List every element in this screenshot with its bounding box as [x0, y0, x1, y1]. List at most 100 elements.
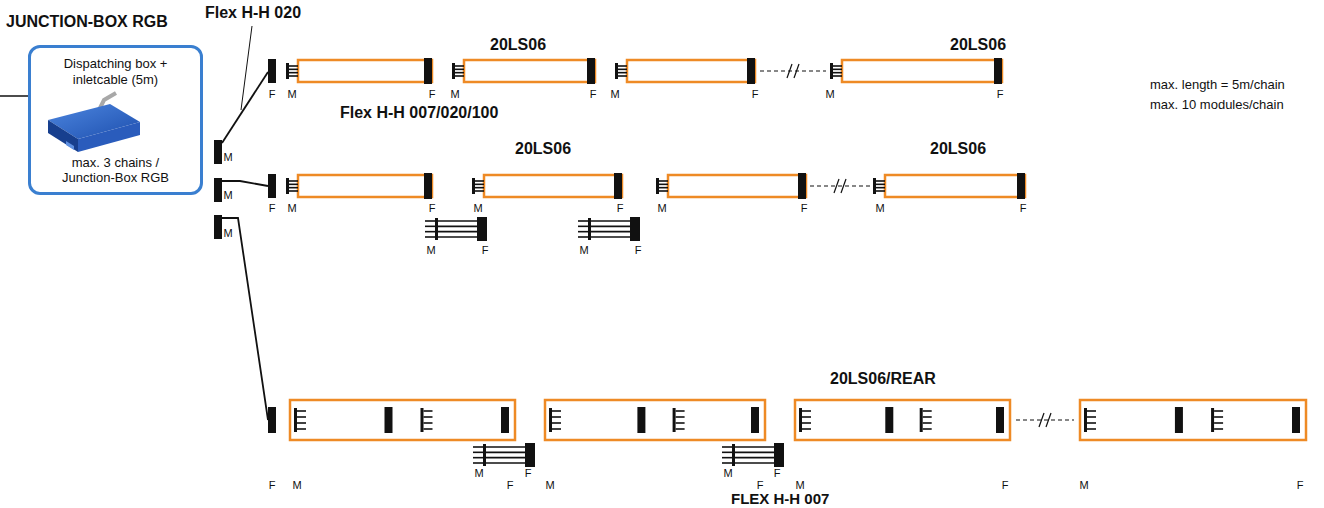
pin-header: [1084, 408, 1087, 432]
pin-header: [435, 218, 438, 240]
cable-line: [676, 410, 685, 412]
cable-line: [578, 226, 588, 228]
led-module: [627, 60, 755, 82]
cable-line: [659, 187, 668, 189]
cable-line: [578, 231, 588, 233]
cable-line: [794, 64, 799, 78]
box-title: JUNCTION-BOX RGB: [6, 12, 168, 31]
cable-line: [659, 180, 668, 182]
cable-line: [1039, 413, 1044, 427]
part-name: Flex H-H 020: [205, 4, 301, 22]
connector-gender: M: [610, 88, 619, 101]
connector-gender: M: [1079, 479, 1088, 492]
cable-line: [1214, 410, 1223, 412]
part-name: FLEX H-H 007: [731, 490, 829, 507]
cable-line: [424, 428, 433, 430]
cable-line: [735, 446, 774, 448]
cable-line: [591, 226, 630, 228]
socket-plug: [747, 58, 755, 84]
socket-plug: [268, 174, 276, 198]
led-module: [885, 175, 1025, 197]
socket-plug: [774, 443, 784, 467]
cable-line: [802, 410, 811, 412]
cable-line: [473, 462, 483, 464]
note: max. length = 5m/chain: [1150, 78, 1285, 93]
pin-header: [656, 178, 659, 194]
cable-line: [676, 416, 685, 418]
led-module-rear: [795, 400, 1010, 440]
cable-line: [289, 180, 298, 182]
connector-gender: F: [1020, 202, 1027, 215]
led-module: [298, 60, 432, 82]
socket-plug: [268, 59, 276, 83]
led-module-rear: [1080, 400, 1306, 440]
cable-line: [455, 65, 464, 67]
cable-line: [1087, 416, 1096, 418]
cable-line: [760, 70, 826, 71]
pin-header: [483, 444, 486, 466]
cable-line: [289, 187, 298, 189]
connector-gender: M: [545, 479, 554, 492]
socket-plug: [637, 407, 645, 433]
junction-device: [48, 120, 78, 152]
connector-gender: F: [525, 467, 532, 480]
cable-line: [289, 75, 298, 77]
led-module: [668, 175, 806, 197]
socket-plug: [424, 173, 432, 199]
connector-gender: F: [269, 88, 276, 101]
cable-line: [833, 69, 842, 71]
cable-line: [425, 231, 435, 233]
pin-header: [294, 408, 297, 432]
pin-header: [830, 63, 833, 79]
cable-line: [618, 65, 627, 67]
socket-plug: [501, 407, 509, 433]
cable-line: [438, 220, 477, 222]
led-module-rear: [545, 400, 765, 440]
module-name: 20LS06: [950, 36, 1006, 54]
socket-plug: [1017, 173, 1025, 199]
pin-header: [588, 218, 591, 240]
module-name: 20LS06: [515, 140, 571, 158]
cable-line: [475, 180, 484, 182]
cable-line: [473, 452, 483, 454]
connector-gender: F: [997, 88, 1004, 101]
cable-line: [802, 428, 811, 430]
cable-line: [735, 457, 774, 459]
connector-gender: M: [223, 151, 232, 164]
cable-line: [923, 422, 932, 424]
pin-header: [1211, 408, 1214, 432]
cable-line: [241, 26, 252, 110]
socket-plug: [424, 58, 432, 84]
cable-line: [297, 428, 306, 430]
cable-line: [722, 462, 732, 464]
cable-line: [455, 72, 464, 74]
connector-gender: F: [429, 202, 436, 215]
connector-gender: F: [635, 244, 642, 257]
cable-line: [676, 422, 685, 424]
socket-plug: [1175, 407, 1183, 433]
cable-line: [486, 446, 525, 448]
cable-line: [618, 75, 627, 77]
connector-gender: F: [507, 479, 514, 492]
led-module: [842, 60, 1002, 82]
connector-gender: F: [774, 467, 781, 480]
socket-plug: [996, 407, 1004, 433]
cable-line: [659, 190, 668, 192]
connector-gender: M: [292, 479, 301, 492]
cable-line: [1016, 419, 1074, 420]
cable-line: [833, 65, 842, 67]
connector-gender: F: [1297, 479, 1304, 492]
connector-gender: F: [801, 202, 808, 215]
socket-plug: [614, 173, 622, 199]
led-module: [484, 175, 622, 197]
socket-plug: [477, 217, 487, 241]
output-socket: [214, 140, 222, 164]
cable-line: [722, 446, 732, 448]
pin-header: [286, 178, 289, 194]
cable-line: [424, 416, 433, 418]
pin-header: [421, 408, 424, 432]
cable-line: [425, 220, 435, 222]
cable-line: [289, 65, 298, 67]
cable-line: [722, 452, 732, 454]
cable-line: [787, 64, 792, 78]
